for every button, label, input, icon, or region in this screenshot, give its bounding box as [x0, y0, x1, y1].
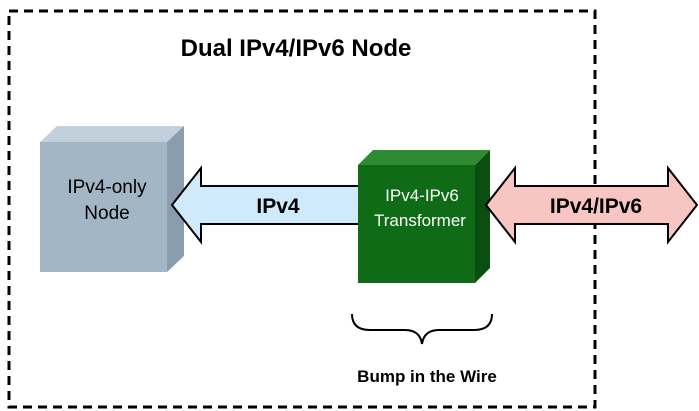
ipv4-link-arrow: IPv4 — [170, 165, 393, 245]
transformer-label-line2: Transformer — [374, 211, 466, 230]
transformer-label-line1: IPv4-IPv6 — [385, 186, 459, 205]
ipv4-only-node-top — [40, 126, 184, 142]
ipv4-only-node-label-line2: Node — [84, 203, 129, 224]
bump-in-the-wire-label: Bump in the Wire — [357, 367, 497, 386]
ipv4-only-node-front — [40, 142, 167, 272]
ipv4-only-node: IPv4-only Node — [40, 126, 184, 272]
diagram-title: Dual IPv4/IPv6 Node — [181, 35, 412, 62]
bump-brace — [351, 313, 493, 345]
ipv4-ipv6-link-shape — [484, 165, 699, 245]
ipv4-ipv6-link-label: IPv4/IPv6 — [550, 195, 642, 218]
transformer-node-front — [358, 165, 475, 283]
transformer-node-side — [475, 150, 490, 283]
ipv4-ipv6-link-arrow: IPv4/IPv6 — [484, 165, 699, 245]
ipv4-only-node-label-line1: IPv4-only — [67, 177, 147, 198]
ipv4-link-label: IPv4 — [256, 195, 300, 218]
transformer-node-top — [358, 150, 490, 165]
transformer-node: IPv4-IPv6 — [358, 150, 490, 283]
